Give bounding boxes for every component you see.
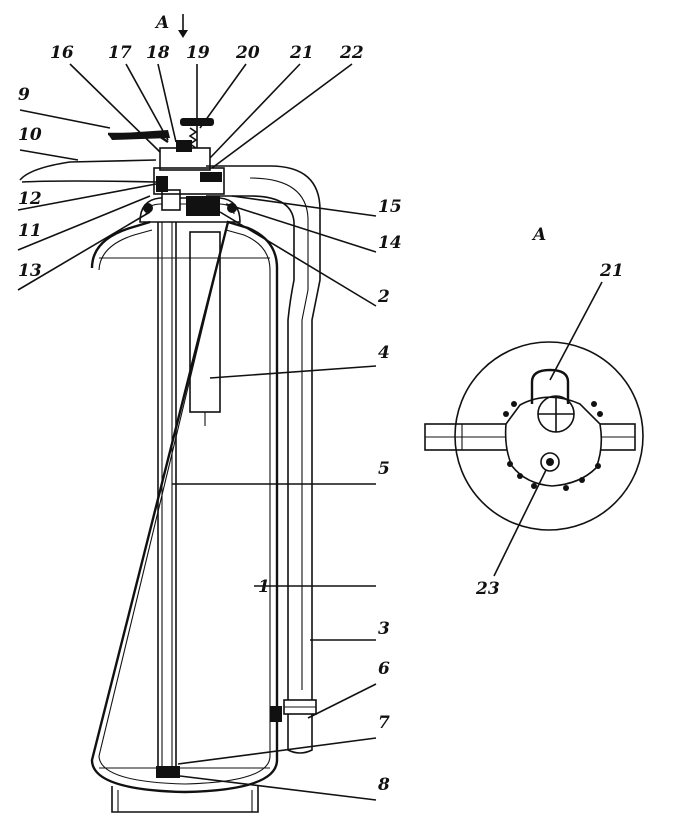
leader-lines	[17, 63, 377, 801]
callout-14: 14	[378, 233, 402, 253]
callout-16: 16	[50, 43, 74, 63]
discharge-hose	[206, 165, 321, 754]
detail-view-a: A 21 23	[424, 225, 644, 599]
callout-1: 1	[258, 577, 270, 597]
callout-13: 13	[18, 261, 42, 281]
callout-17: 17	[108, 43, 132, 63]
view-marker-label: A	[154, 13, 169, 33]
detail-callout-21: 21	[599, 261, 624, 281]
cylinder-body	[90, 220, 279, 813]
callout-10: 10	[18, 125, 42, 145]
valve-head	[139, 118, 241, 223]
callout-22: 22	[339, 43, 364, 63]
callout-19: 19	[186, 43, 210, 63]
detail-title: A	[531, 225, 546, 245]
view-arrow-a: A	[154, 13, 188, 38]
handle-levers	[19, 130, 170, 183]
siphon-tube	[156, 222, 180, 778]
callout-5: 5	[378, 459, 390, 479]
callout-9: 9	[18, 85, 30, 105]
callout-20: 20	[235, 43, 260, 63]
callout-11: 11	[18, 221, 42, 241]
callout-4: 4	[378, 343, 390, 363]
callout-6: 6	[378, 659, 390, 679]
callout-7: 7	[378, 713, 390, 733]
gas-cartridge	[189, 231, 221, 426]
callout-18: 18	[146, 43, 170, 63]
callout-12: 12	[18, 189, 42, 209]
callout-8: 8	[377, 775, 390, 795]
callout-21: 21	[289, 43, 314, 63]
callout-labels: 1 2 3 4 5 6 7 8 9 10 11 12 13 14 15 16 1…	[18, 43, 402, 795]
detail-callout-23: 23	[475, 579, 500, 599]
callout-3: 3	[378, 619, 390, 639]
callout-2: 2	[377, 287, 390, 307]
callout-15: 15	[378, 197, 402, 217]
